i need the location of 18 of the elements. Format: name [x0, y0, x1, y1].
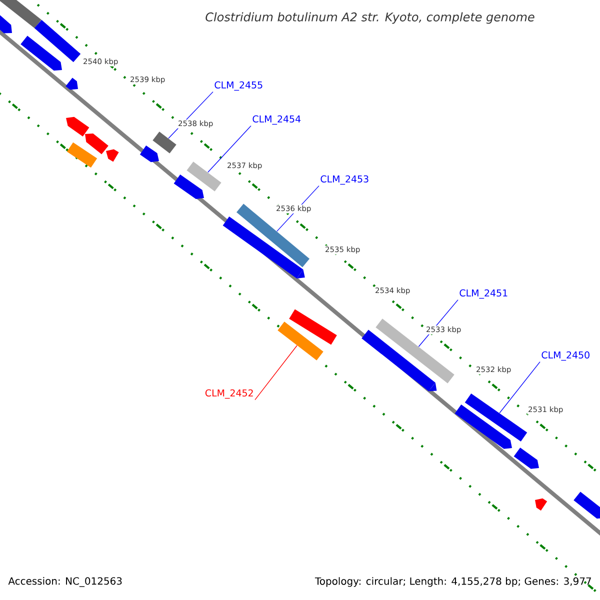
gene-label: CLM_2452 — [205, 389, 253, 399]
gene-label: CLM_2450 — [542, 351, 590, 361]
genome-info-note: Topology: circular; Length: 4,155,278 bp; Genes: 3,977 — [314, 577, 591, 587]
gene-bar — [464, 394, 528, 442]
title: Clostridium botulinum A2 str. Kyoto, complete genome — [206, 12, 534, 24]
gene-label: CLM_2455 — [214, 81, 262, 91]
leader-line — [254, 345, 298, 400]
gene-bar — [222, 216, 305, 278]
accession-note: Accession: NC_012563 — [8, 577, 122, 587]
gene-bar — [186, 162, 222, 192]
gene-bar — [278, 322, 324, 360]
gene-bar — [236, 204, 310, 268]
gene-label: CLM_2453 — [320, 175, 368, 185]
gene-bar — [152, 132, 176, 154]
gene-label: CLM_2451 — [460, 289, 508, 299]
leader-line — [499, 361, 540, 414]
gene-label: CLM_2454 — [252, 115, 301, 125]
leader-line — [208, 125, 252, 173]
